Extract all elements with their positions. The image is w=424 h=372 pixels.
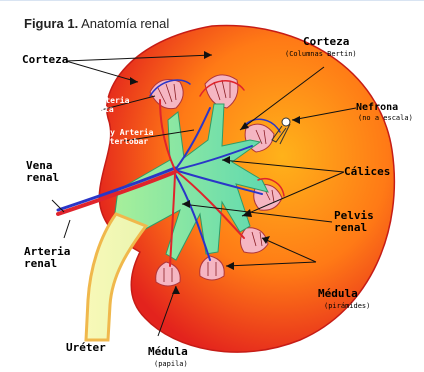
label-arteria-renal-line2: renal [24,258,70,270]
label-papila: (papila) [154,360,188,368]
label-vena-arteria-interlobar-line2: Interlobar [86,137,153,146]
label-corteza-right: Corteza [303,36,349,48]
label-nefrona-note: (no a escala) [358,114,413,122]
label-nefrona: Nefrona [356,102,398,113]
label-vena-arteria-interlobar: Vena y Arteria Interlobar [86,128,153,146]
label-columnas-bertin: (Columnas Bertin) [285,50,357,58]
label-ureter: Uréter [66,342,106,354]
label-vena-arteria-interlobar-line1: Vena y Arteria [86,128,153,137]
label-medula-papila: Médula [148,346,188,358]
label-vena-arteria-arcuata: Vena y Arteria Arcuata [62,96,129,114]
label-pelvis-renal-line2: renal [334,222,374,234]
label-arteria-renal: Arteria renal [24,246,70,270]
label-piramides: (pirámides) [324,302,370,310]
label-medula-piramides: Médula [318,288,358,300]
label-vena-arteria-arcuata-line2: Arcuata [62,105,129,114]
label-corteza-left: Corteza [22,54,68,66]
label-vena-arteria-arcuata-line1: Vena y Arteria [62,96,129,105]
label-vena-renal-line2: renal [26,172,59,184]
label-pelvis-renal: Pelvis renal [334,210,374,234]
label-calices: Cálices [344,166,390,178]
label-vena-renal: Vena renal [26,160,59,184]
